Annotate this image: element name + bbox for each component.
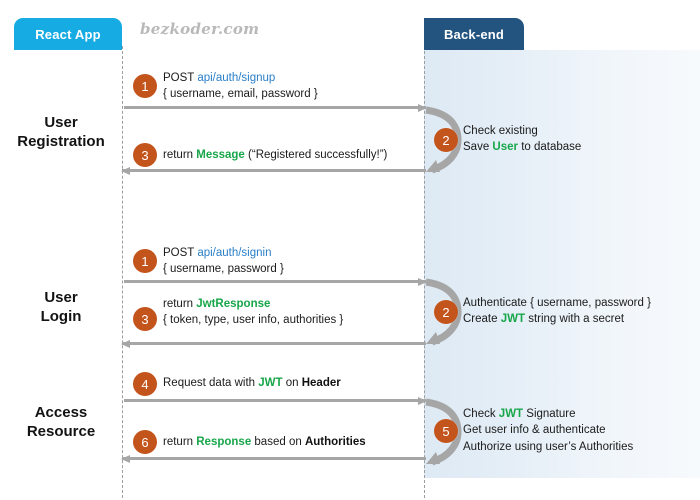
token-jwt: JWT (500, 313, 525, 326)
watermark: bezkoder.com (140, 20, 260, 38)
actor-react-app: React App (14, 18, 122, 50)
client-lifeline (122, 46, 123, 498)
message-authenticate-line2: Create JWT string with a secret (463, 311, 651, 327)
http-method: POST (163, 247, 198, 259)
token-jwt: JWT (258, 377, 283, 389)
message-signup-request-line2: { username, email, password } (163, 88, 318, 101)
section-label-user-login: User Login (0, 288, 122, 326)
secret-text: string with a secret (525, 313, 625, 326)
actor-back-end: Back-end (424, 18, 524, 50)
section-label-line1: User (44, 114, 78, 131)
actor-react-app-label: React App (35, 26, 101, 42)
step-badge-3-signin-response: 3 (133, 307, 157, 331)
header-text: Header (301, 377, 341, 389)
arrow-head (418, 104, 427, 112)
authorities-text: Authorities (304, 436, 366, 448)
entity-user: User (492, 141, 518, 154)
message-check-signature-line3: Authorize using user’s Authorities (463, 440, 634, 453)
message-signup-request: POST api/auth/signup { username, email, … (163, 70, 318, 103)
step-badge-1-signup: 1 (133, 74, 157, 98)
message-signin-request-line1: POST api/auth/signin (163, 245, 284, 261)
return-text: return (163, 149, 197, 161)
arrow-shaft (122, 342, 426, 345)
message-check-existing: Check existing Save User to database (463, 123, 581, 156)
section-label-line2: Resource (26, 423, 96, 441)
on-text: on (282, 377, 302, 389)
message-check-signature-line2: Get user info & authenticate (463, 424, 606, 437)
signature-text: Signature (523, 408, 576, 420)
return-text: return (163, 436, 197, 448)
arrow-shaft (124, 280, 426, 283)
message-authenticate-line1: Authenticate { username, password } (463, 297, 651, 309)
token-jwt: JWT (498, 408, 524, 420)
request-text: Request data with (163, 377, 259, 389)
section-label-line2: Login (40, 308, 82, 326)
arrow-signin-request (124, 278, 427, 286)
arrow-head (121, 340, 130, 348)
section-label-user-registration: User Registration (0, 113, 122, 151)
create-text: Create (463, 313, 501, 326)
save-text: Save (463, 141, 493, 154)
message-signin-request-line2: { username, password } (163, 263, 284, 276)
step-badge-1-signin: 1 (133, 249, 157, 273)
server-lifeline (424, 46, 425, 498)
section-label-line1: User (44, 289, 78, 306)
selfloop-arrow-check-existing (425, 106, 462, 174)
payload-response: Response (196, 436, 252, 448)
arrow-head (121, 455, 130, 463)
return-text: return (163, 298, 197, 310)
payload-message: Message (196, 149, 245, 161)
message-check-existing-line1: Check existing (463, 125, 538, 137)
arrow-shaft (124, 399, 426, 402)
step-badge-5-check-signature: 5 (434, 419, 458, 443)
selfloop-arrow-authenticate (425, 278, 462, 346)
message-detail: (“Registered successfully!”) (244, 149, 388, 161)
to-database-text: to database (518, 141, 582, 154)
endpoint-path: api/auth/signup (197, 72, 276, 84)
selfloop-arrow-check-signature (425, 398, 462, 466)
message-signin-response-line2: { token, type, user info, authorities } (163, 314, 344, 327)
actor-back-end-label: Back-end (443, 26, 505, 42)
arrow-head (121, 167, 130, 175)
message-request-data: Request data with JWT on Header (163, 375, 341, 391)
arrow-shaft (122, 457, 426, 460)
endpoint-path: api/auth/signin (197, 247, 272, 259)
backend-region-shading (424, 50, 700, 478)
section-label-line2: Registration (17, 133, 105, 151)
arrow-shaft (124, 106, 426, 109)
based-on-text: based on (251, 436, 305, 448)
arrow-head (418, 397, 427, 405)
message-resource-response: return Response based on Authorities (163, 434, 366, 450)
step-badge-4-request-data: 4 (133, 372, 157, 396)
message-authenticate: Authenticate { username, password } Crea… (463, 295, 651, 328)
arrow-request-data (124, 397, 427, 405)
message-check-signature: Check JWT Signature Get user info & auth… (463, 406, 633, 455)
section-label-line1: Access (34, 404, 88, 421)
message-signin-response-line1: return JwtResponse (163, 296, 343, 312)
arrow-resource-response (121, 455, 426, 463)
message-signin-request: POST api/auth/signin { username, passwor… (163, 245, 284, 278)
section-label-access-resource: Access Resource (0, 403, 122, 441)
message-signin-response: return JwtResponse { token, type, user i… (163, 296, 343, 329)
message-signup-response: return Message (“Registered successfully… (163, 147, 387, 163)
step-badge-2-authenticate: 2 (434, 300, 458, 324)
arrow-signin-response (121, 340, 426, 348)
message-check-existing-line2: Save User to database (463, 139, 581, 155)
arrow-head (418, 278, 427, 286)
message-check-signature-line1: Check JWT Signature (463, 406, 633, 422)
step-badge-6-resource-response: 6 (133, 430, 157, 454)
arrow-signup-request (124, 104, 427, 112)
check-text: Check (463, 408, 499, 420)
arrow-shaft (122, 169, 426, 172)
step-badge-2-check-existing: 2 (434, 128, 458, 152)
message-signup-request-line1: POST api/auth/signup (163, 70, 318, 86)
http-method: POST (163, 72, 198, 84)
arrow-signup-response (121, 167, 426, 175)
step-badge-3-signup-response: 3 (133, 143, 157, 167)
payload-jwtresponse: JwtResponse (196, 298, 271, 310)
